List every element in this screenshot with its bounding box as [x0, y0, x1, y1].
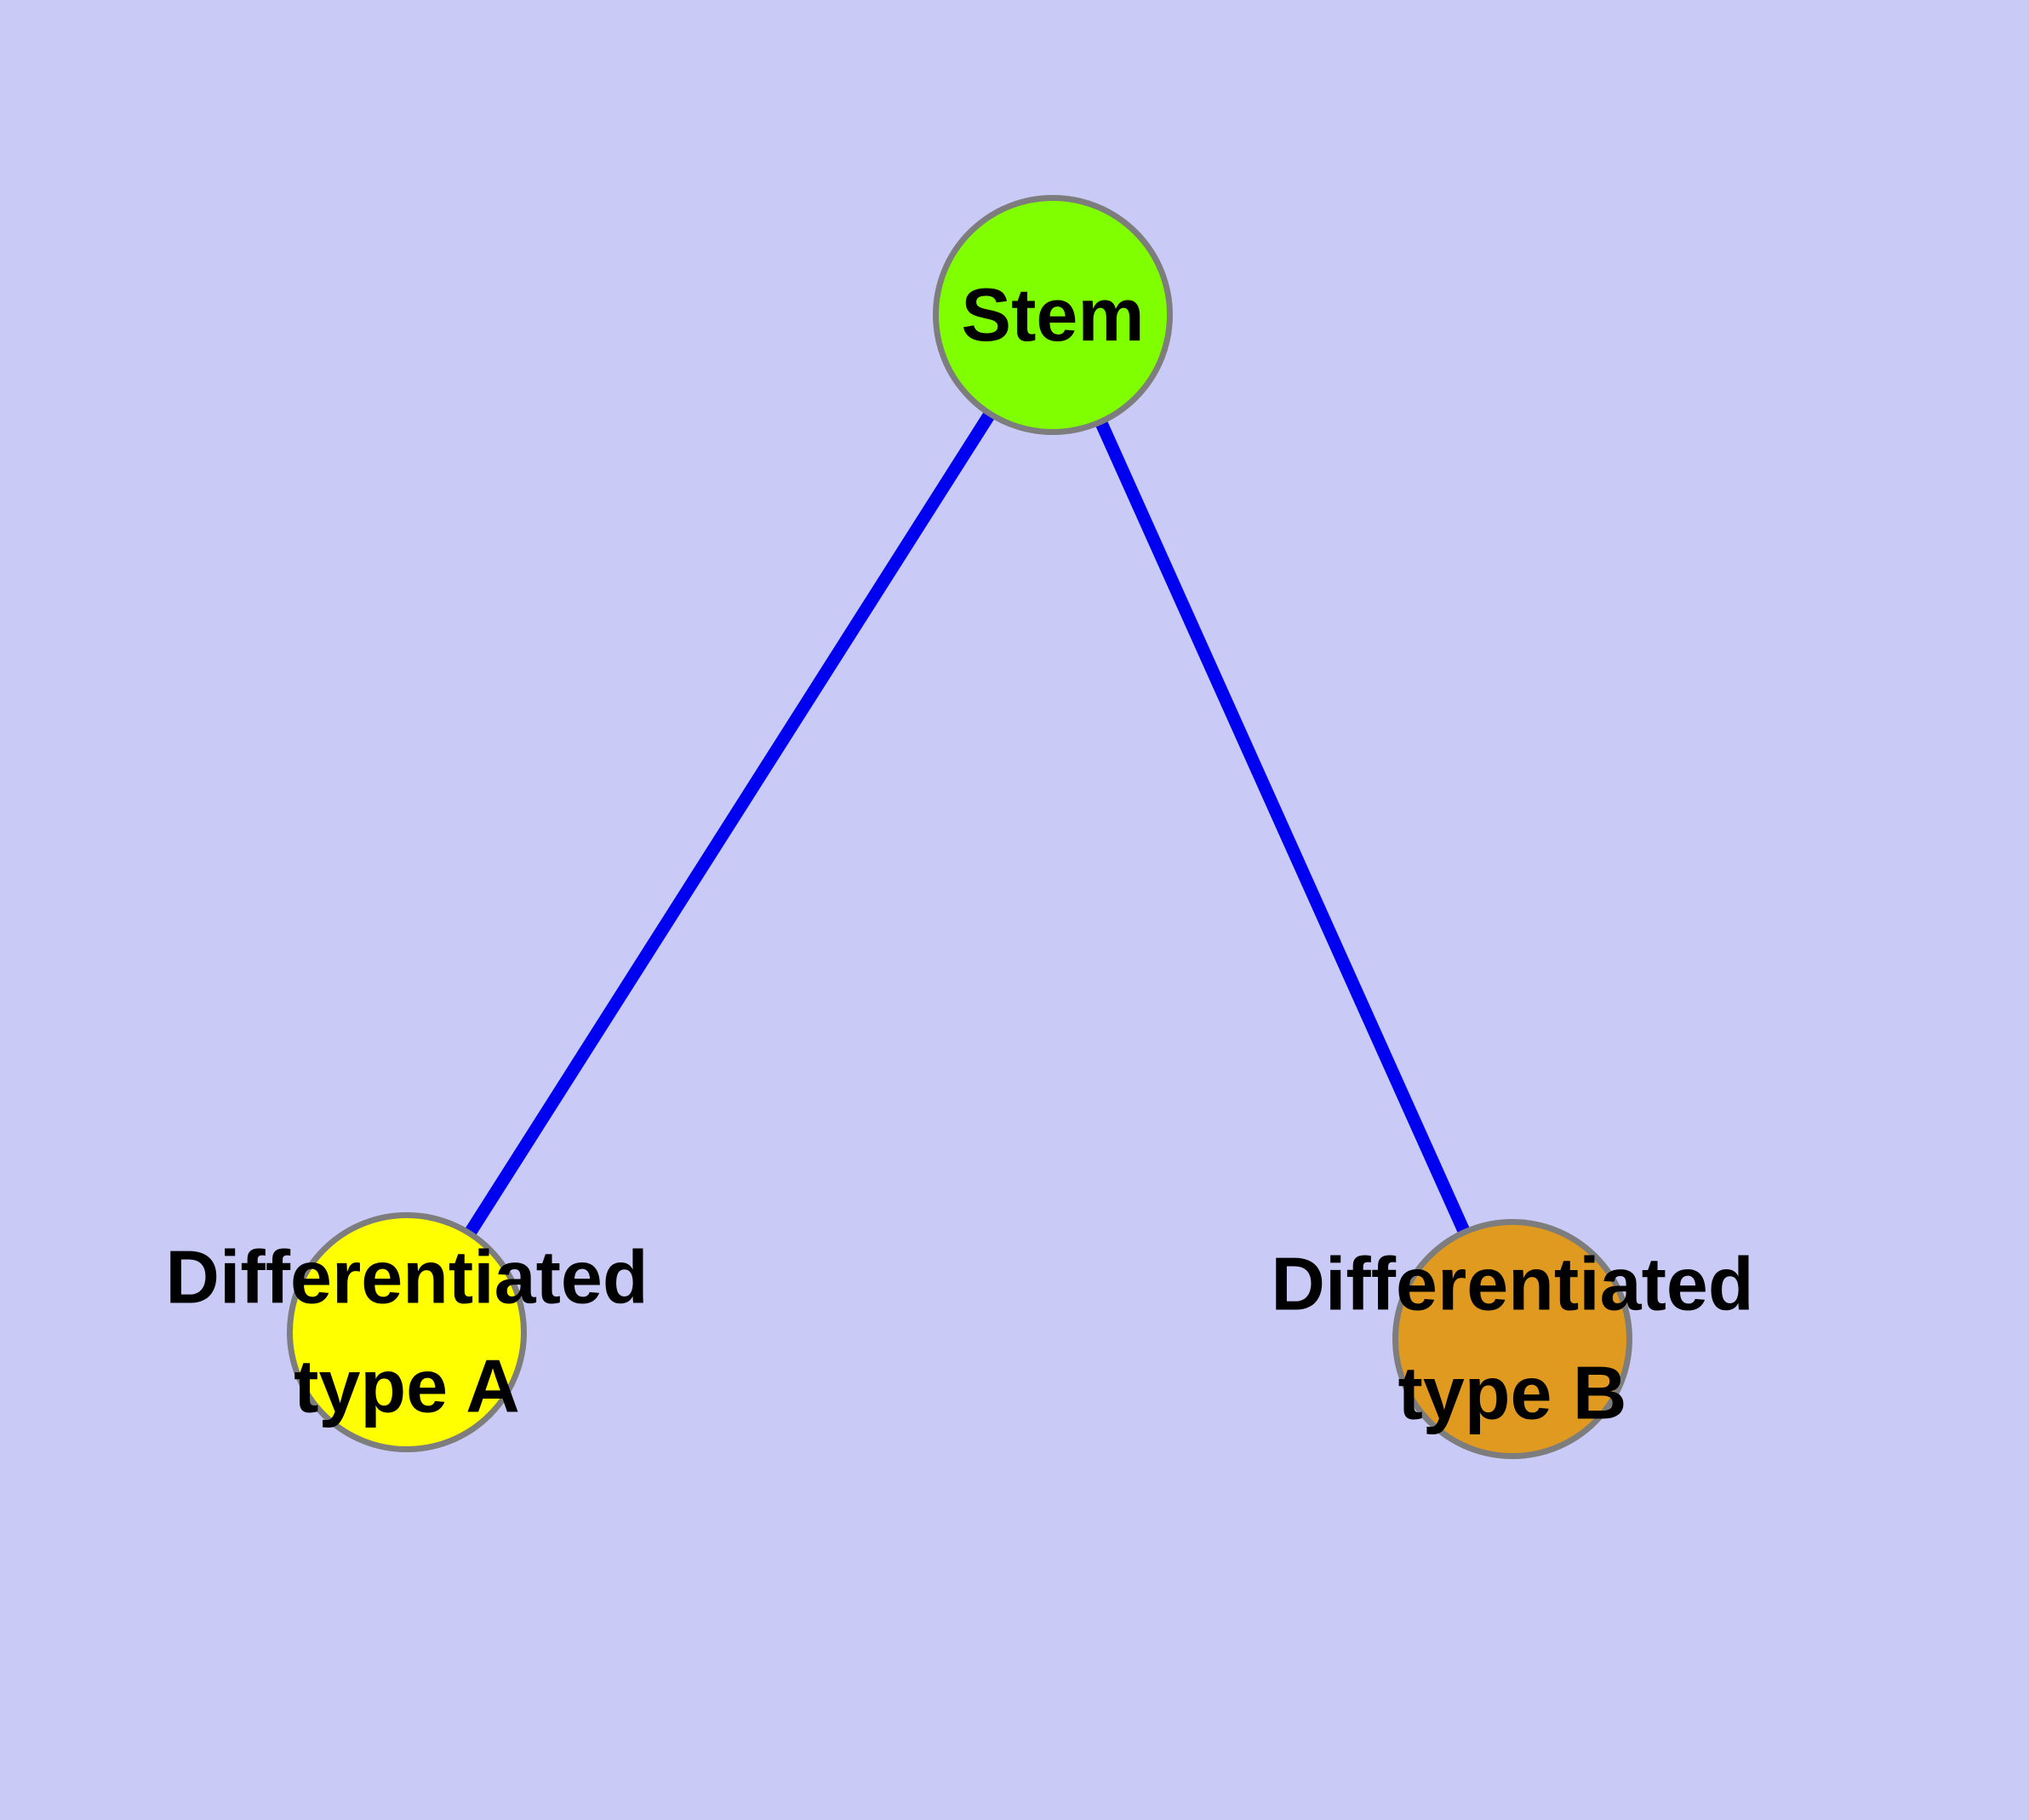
node-label-line: type A	[294, 1344, 520, 1428]
node-label-stem: Stem	[961, 260, 1144, 369]
node-label-line: Differentiated	[1271, 1241, 1754, 1326]
node-label-line: Differentiated	[165, 1234, 649, 1319]
edge-stem-to-differentiated-type-b	[1047, 312, 1518, 1342]
node-label-differentiated-type-b: Differentiated type B	[1271, 1230, 1753, 1449]
edge-stem-to-differentiated-type-a	[401, 311, 1059, 1336]
node-differentiated-type-a[interactable]	[287, 1212, 527, 1452]
node-label-differentiated-type-a: Differentiated type A	[165, 1223, 648, 1442]
node-label-line: type B	[1397, 1351, 1627, 1435]
node-stem[interactable]	[933, 195, 1173, 435]
node-differentiated-type-b[interactable]	[1392, 1219, 1632, 1459]
node-label-line: Stem	[961, 272, 1145, 357]
